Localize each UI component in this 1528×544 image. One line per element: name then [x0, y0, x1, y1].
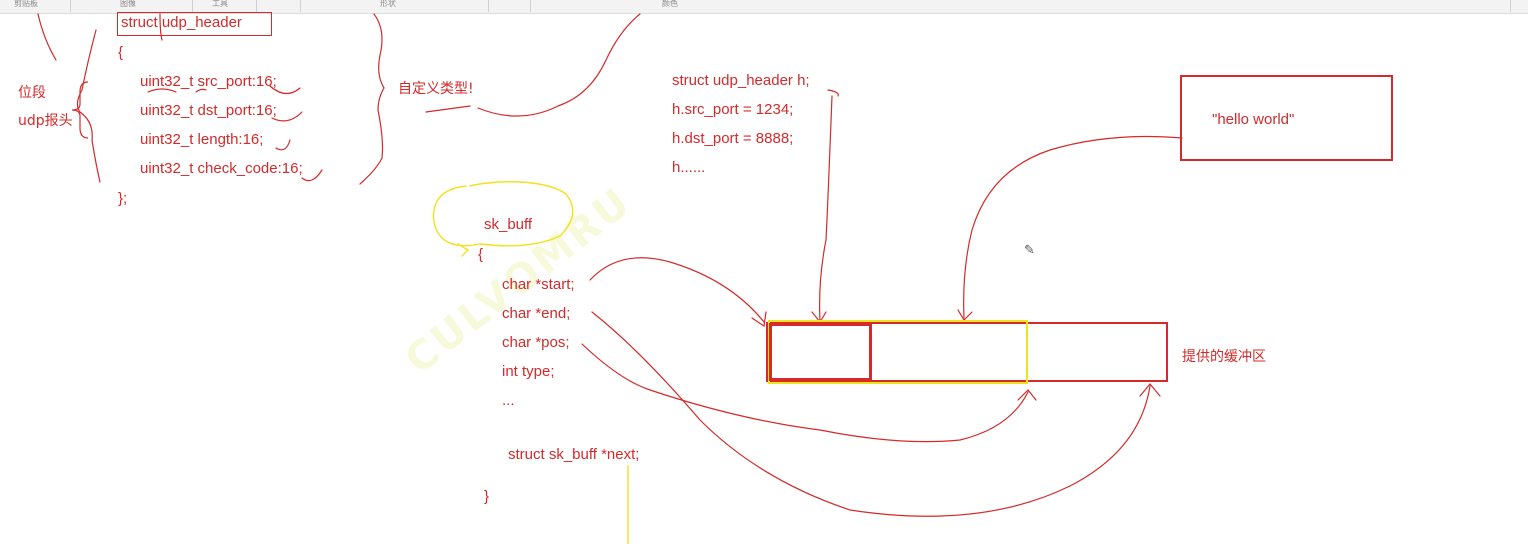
- ribbon-separator: [256, 0, 257, 12]
- arrow-head: [957, 309, 973, 321]
- sk-buff-title: sk_buff: [484, 216, 533, 233]
- payload-box: [1180, 75, 1393, 161]
- ribbon-group-tools[interactable]: 工具: [212, 0, 228, 8]
- struct-open-brace: {: [118, 44, 124, 61]
- ribbon-separator: [192, 0, 193, 12]
- sk-buff-field-next: struct sk_buff *next;: [508, 446, 640, 463]
- ink-stroke: [477, 13, 641, 117]
- struct-field-length: uint32_t length:16;: [140, 131, 264, 148]
- custom-type-label: 自定义类型!: [398, 81, 474, 97]
- arrow-head: [1017, 389, 1037, 401]
- sk-buff-field-end: char *end;: [502, 305, 571, 322]
- ribbon-group-colors[interactable]: 颜色: [662, 0, 678, 8]
- left-brace-stroke: [76, 29, 101, 183]
- ribbon-toolbar: 剪贴板 图像 工具 形状 颜色: [0, 0, 1528, 14]
- ink-stroke: [425, 105, 471, 113]
- struct-close-brace: };: [118, 190, 128, 207]
- arrow-payload-to-buffer: [963, 135, 1183, 319]
- ribbon-group-image[interactable]: 图像: [120, 0, 136, 8]
- pencil-cursor-icon: ✎: [1024, 242, 1035, 257]
- ink-stroke: [457, 243, 470, 257]
- sk-buff-field-ellipsis: ...: [502, 392, 515, 409]
- sk-buff-field-start: char *start;: [502, 276, 575, 293]
- right-brace-stroke: [359, 13, 385, 185]
- payload-text: "hello world": [1212, 111, 1295, 128]
- usage-line-dst-port: h.dst_port = 8888;: [672, 130, 794, 147]
- sk-buff-field-pos: char *pos;: [502, 334, 570, 351]
- usage-line-declare: struct udp_header h;: [672, 72, 810, 89]
- arrow-head: [751, 311, 767, 328]
- usage-line-src-port: h.src_port = 1234;: [672, 101, 794, 118]
- udp-header-cn-label: udp报头: [18, 113, 73, 129]
- ribbon-separator: [488, 0, 489, 12]
- buffer-label: 提供的缓冲区: [1182, 349, 1266, 365]
- usage-line-etc: h......: [672, 159, 706, 176]
- sk-buff-close-brace: }: [484, 488, 490, 505]
- struct-title-box: [117, 12, 272, 36]
- buffer-outer-rect: [766, 322, 1168, 382]
- ink-stroke: [301, 169, 323, 182]
- buffer-header-region: [769, 323, 872, 381]
- ribbon-separator: [300, 0, 301, 12]
- ribbon-group-clipboard[interactable]: 剪贴板: [14, 0, 38, 8]
- brace-icon: [71, 81, 89, 139]
- ribbon-separator: [1510, 0, 1511, 12]
- ribbon-separator: [530, 0, 531, 12]
- ribbon-separator: [70, 0, 71, 12]
- ink-stroke: [275, 139, 291, 151]
- struct-field-check-code: uint32_t check_code:16;: [140, 160, 303, 177]
- ribbon-group-shapes[interactable]: 形状: [380, 0, 396, 8]
- arrow-h-to-header: [819, 95, 833, 323]
- bitfield-label: 位段: [18, 85, 46, 101]
- struct-udp-title: struct udp_header: [121, 14, 242, 31]
- sk-buff-open-brace: {: [478, 246, 484, 263]
- struct-field-dst-port: uint32_t dst_port:16;: [140, 102, 277, 119]
- struct-field-src-port: uint32_t src_port:16;: [140, 73, 277, 90]
- ink-stroke: [827, 89, 839, 97]
- arrow-head: [1139, 383, 1161, 397]
- sk-buff-field-type: int type;: [502, 363, 555, 380]
- arrow-start: [589, 257, 765, 323]
- ink-stroke: [37, 13, 57, 61]
